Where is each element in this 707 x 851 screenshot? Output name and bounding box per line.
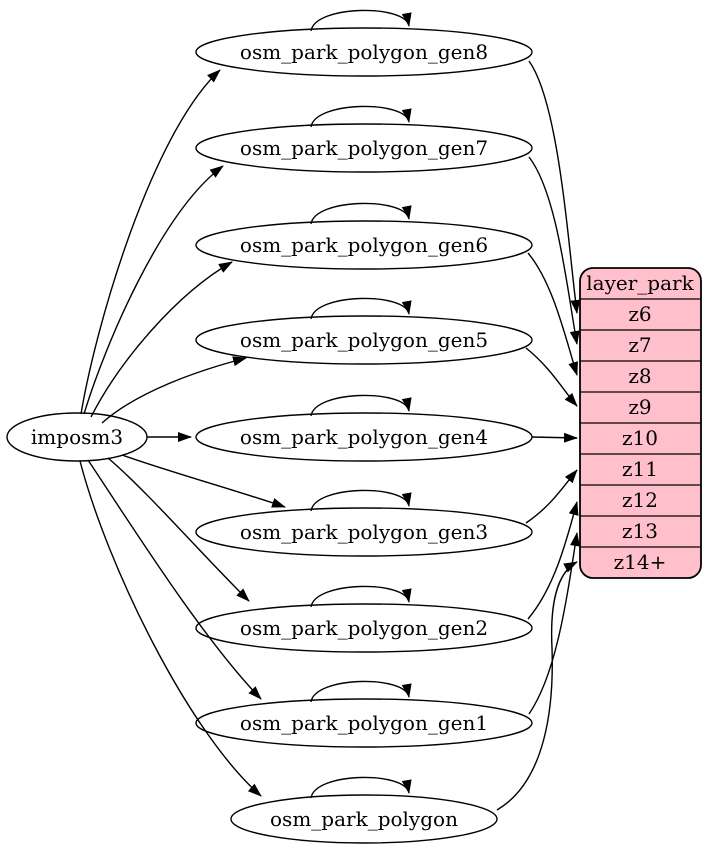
layer_park-title: layer_park — [586, 271, 694, 295]
node-osm_park_polygon_gen3: osm_park_polygon_gen3 — [195, 507, 533, 557]
layer_park-row-z7: z7 — [628, 333, 651, 357]
edge-osm_park_polygon_gen5-to-z9 — [525, 347, 578, 407]
osm_park_polygon-label: osm_park_polygon — [270, 807, 458, 831]
layer_park-row-z14p: z14+ — [614, 550, 667, 574]
osm_park_polygon_gen5-label: osm_park_polygon_gen5 — [240, 328, 488, 352]
edge-imposm3-to-osm_park_polygon_gen1 — [87, 459, 262, 700]
edge-imposm3-to-osm_park_polygon_gen7 — [83, 165, 224, 415]
node-osm_park_polygon_gen7: osm_park_polygon_gen7 — [195, 123, 533, 173]
edge-layer — [79, 9, 581, 811]
osm_park_polygon_gen1-label: osm_park_polygon_gen1 — [240, 711, 488, 735]
node-osm_park_polygon_gen6: osm_park_polygon_gen6 — [195, 220, 533, 270]
edge-osm_park_polygon_gen4-to-z10 — [531, 432, 578, 443]
node-osm_park_polygon_gen4: osm_park_polygon_gen4 — [195, 412, 533, 462]
imposm3-ellipse — [6, 412, 148, 462]
edge-imposm3-to-osm_park_polygon_gen6 — [90, 261, 233, 418]
self-loop-osm_park_polygon_gen6 — [310, 202, 412, 225]
self-loop-osm_park_polygon_gen1 — [310, 680, 412, 703]
layer_park-row-z10: z10 — [622, 426, 658, 450]
edge-imposm3-to-osm_park_polygon_gen2 — [107, 457, 250, 602]
edge-osm_park_polygon_gen6-to-z8 — [527, 252, 578, 376]
node-osm_park_polygon: osm_park_polygon — [230, 794, 498, 844]
edge-osm_park_polygon_gen8-to-z6 — [528, 60, 581, 314]
layer_park-row-z8: z8 — [628, 364, 651, 388]
layer_park-row-z9: z9 — [628, 395, 651, 419]
osm_park_polygon_gen3-label: osm_park_polygon_gen3 — [240, 520, 488, 544]
layer_park-row-z6: z6 — [628, 302, 651, 326]
node-osm_park_polygon_gen5: osm_park_polygon_gen5 — [195, 315, 533, 365]
osm_park_polygon_gen1-ellipse — [195, 698, 533, 748]
imposm3-label: imposm3 — [31, 425, 123, 449]
node-imposm3: imposm3 — [6, 412, 148, 462]
osm_park_polygon_gen5-ellipse — [195, 315, 533, 365]
osm_park_polygon_gen8-ellipse — [195, 27, 533, 77]
osm_park_polygon-ellipse — [230, 794, 498, 844]
edge-imposm3-to-osm_park_polygon_gen5 — [101, 356, 247, 424]
self-loop-osm_park_polygon — [310, 776, 412, 799]
self-loop-osm_park_polygon_gen4 — [310, 394, 412, 417]
edge-osm_park_polygon_gen2-to-z12 — [527, 501, 579, 620]
edge-osm_park_polygon_gen7-to-z7 — [528, 156, 580, 345]
layer_park-row-z13: z13 — [622, 519, 658, 543]
osm_park_polygon_gen2-label: osm_park_polygon_gen2 — [240, 616, 488, 640]
node-layer_park: layer_park z6 z7 z8 z9 z10 z11 z12 z13 z… — [579, 267, 702, 579]
osm_park_polygon_gen7-label: osm_park_polygon_gen7 — [240, 136, 488, 160]
layer_park-row-z12: z12 — [622, 488, 658, 512]
edge-osm_park_polygon-to-z14plus — [496, 561, 578, 811]
edge-imposm3-to-osm_park_polygon — [79, 460, 262, 797]
osm_park_polygon_gen8-label: osm_park_polygon_gen8 — [240, 40, 488, 64]
edge-imposm3-to-osm_park_polygon_gen3 — [121, 454, 286, 508]
osm_park_polygon_gen2-ellipse — [195, 603, 533, 653]
self-loop-osm_park_polygon_gen3 — [310, 489, 412, 512]
osm_park_polygon_gen4-label: osm_park_polygon_gen4 — [240, 425, 488, 449]
osm_park_polygon_gen6-ellipse — [195, 220, 533, 270]
edge-osm_park_polygon_gen1-to-z13 — [528, 532, 580, 715]
node-osm_park_polygon_gen1: osm_park_polygon_gen1 — [195, 698, 533, 748]
node-osm_park_polygon_gen8: osm_park_polygon_gen8 — [195, 27, 533, 77]
node-osm_park_polygon_gen2: osm_park_polygon_gen2 — [195, 603, 533, 653]
layer_park-row-z11: z11 — [622, 457, 658, 481]
self-loop-osm_park_polygon_gen5 — [310, 297, 412, 320]
edge-osm_park_polygon_gen3-to-z11 — [525, 469, 578, 524]
osm_park_polygon_gen7-ellipse — [195, 123, 533, 173]
osm_park_polygon_gen3-ellipse — [195, 507, 533, 557]
osm_park_polygon_gen6-label: osm_park_polygon_gen6 — [240, 233, 488, 257]
self-loop-osm_park_polygon_gen8 — [310, 9, 412, 32]
self-loop-osm_park_polygon_gen2 — [310, 585, 412, 608]
osm_park_polygon_gen4-ellipse — [195, 412, 533, 462]
edge-imposm3-to-osm_park_polygon_gen8 — [80, 69, 221, 415]
self-loop-osm_park_polygon_gen7 — [310, 105, 412, 128]
